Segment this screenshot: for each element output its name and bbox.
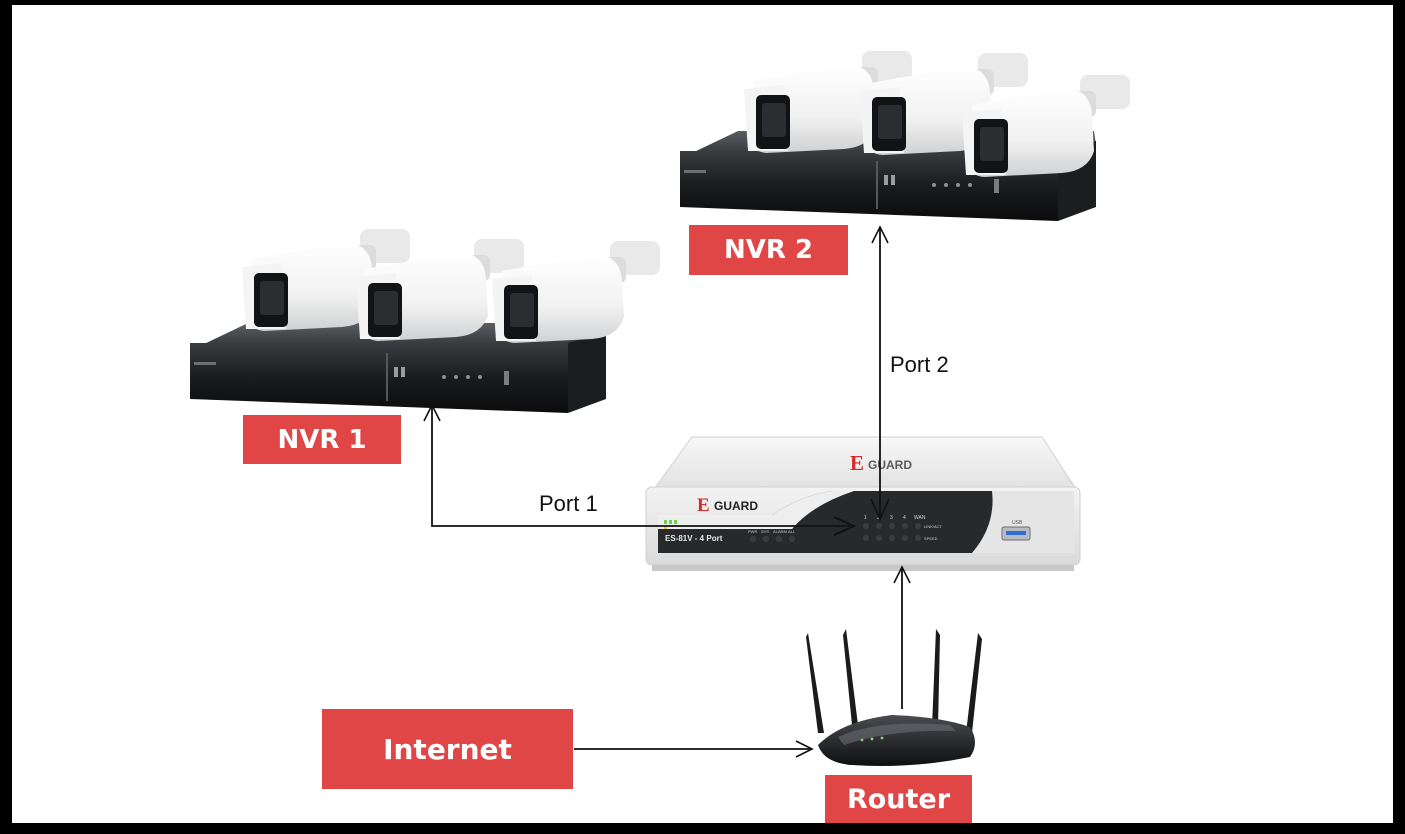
switch-usb-label: USB: [1012, 520, 1023, 526]
switch-front-brand-word: GUARD: [714, 499, 758, 513]
switch-front-brand-letter: E: [697, 495, 710, 516]
switch-port-number-4: 4: [903, 515, 906, 521]
nvr2-device: [680, 51, 1130, 221]
arrow-head-port1: [833, 516, 857, 536]
switch-top-brand-word: GUARD: [868, 458, 912, 472]
diagram-graphics: E GUARD E GUARD ES-81V - 4 Port PWR SYS …: [190, 51, 1130, 766]
switch-port-number-3: 3: [890, 515, 893, 521]
arrow-head-port2: [870, 498, 890, 522]
switch-status-all: ALL: [788, 529, 796, 534]
switch-port-number-2: 2: [877, 515, 880, 521]
port2-label: Port 2: [890, 352, 949, 377]
nvr1-device: [190, 229, 660, 413]
camera-icon: [744, 51, 912, 153]
internet-label: Internet: [322, 709, 573, 789]
router-label: Router: [825, 775, 972, 823]
arrow-switch-to-nvr1: [423, 403, 850, 527]
nvr2-label: NVR 2: [689, 225, 848, 275]
connection-arrows: [423, 225, 911, 758]
switch-model-text: ES-81V - 4 Port: [665, 534, 723, 543]
switch-top-brand-letter: E: [850, 451, 864, 475]
port1-label: Port 1: [539, 491, 598, 516]
camera-icon: [242, 229, 410, 331]
camera-icon: [860, 53, 1028, 155]
router-icon: [806, 629, 982, 766]
network-switch-icon: E GUARD E GUARD ES-81V - 4 Port PWR SYS …: [645, 436, 1081, 571]
switch-port-number-wan: WAN: [914, 515, 926, 521]
switch-status-alarm: ALARM: [773, 529, 787, 534]
camera-icon: [356, 239, 524, 341]
switch-row-label-linkact: LINK/ACT: [924, 524, 943, 529]
switch-status-sys: SYS: [761, 529, 769, 534]
camera-icon: [492, 241, 660, 343]
switch-port-number-1: 1: [864, 515, 867, 521]
camera-icon: [962, 75, 1130, 177]
network-diagram: E GUARD E GUARD ES-81V - 4 Port PWR SYS …: [12, 5, 1393, 823]
nvr1-label: NVR 1: [243, 415, 401, 464]
switch-row-label-speed: SPEED: [924, 536, 938, 541]
switch-status-pwr: PWR: [748, 529, 757, 534]
